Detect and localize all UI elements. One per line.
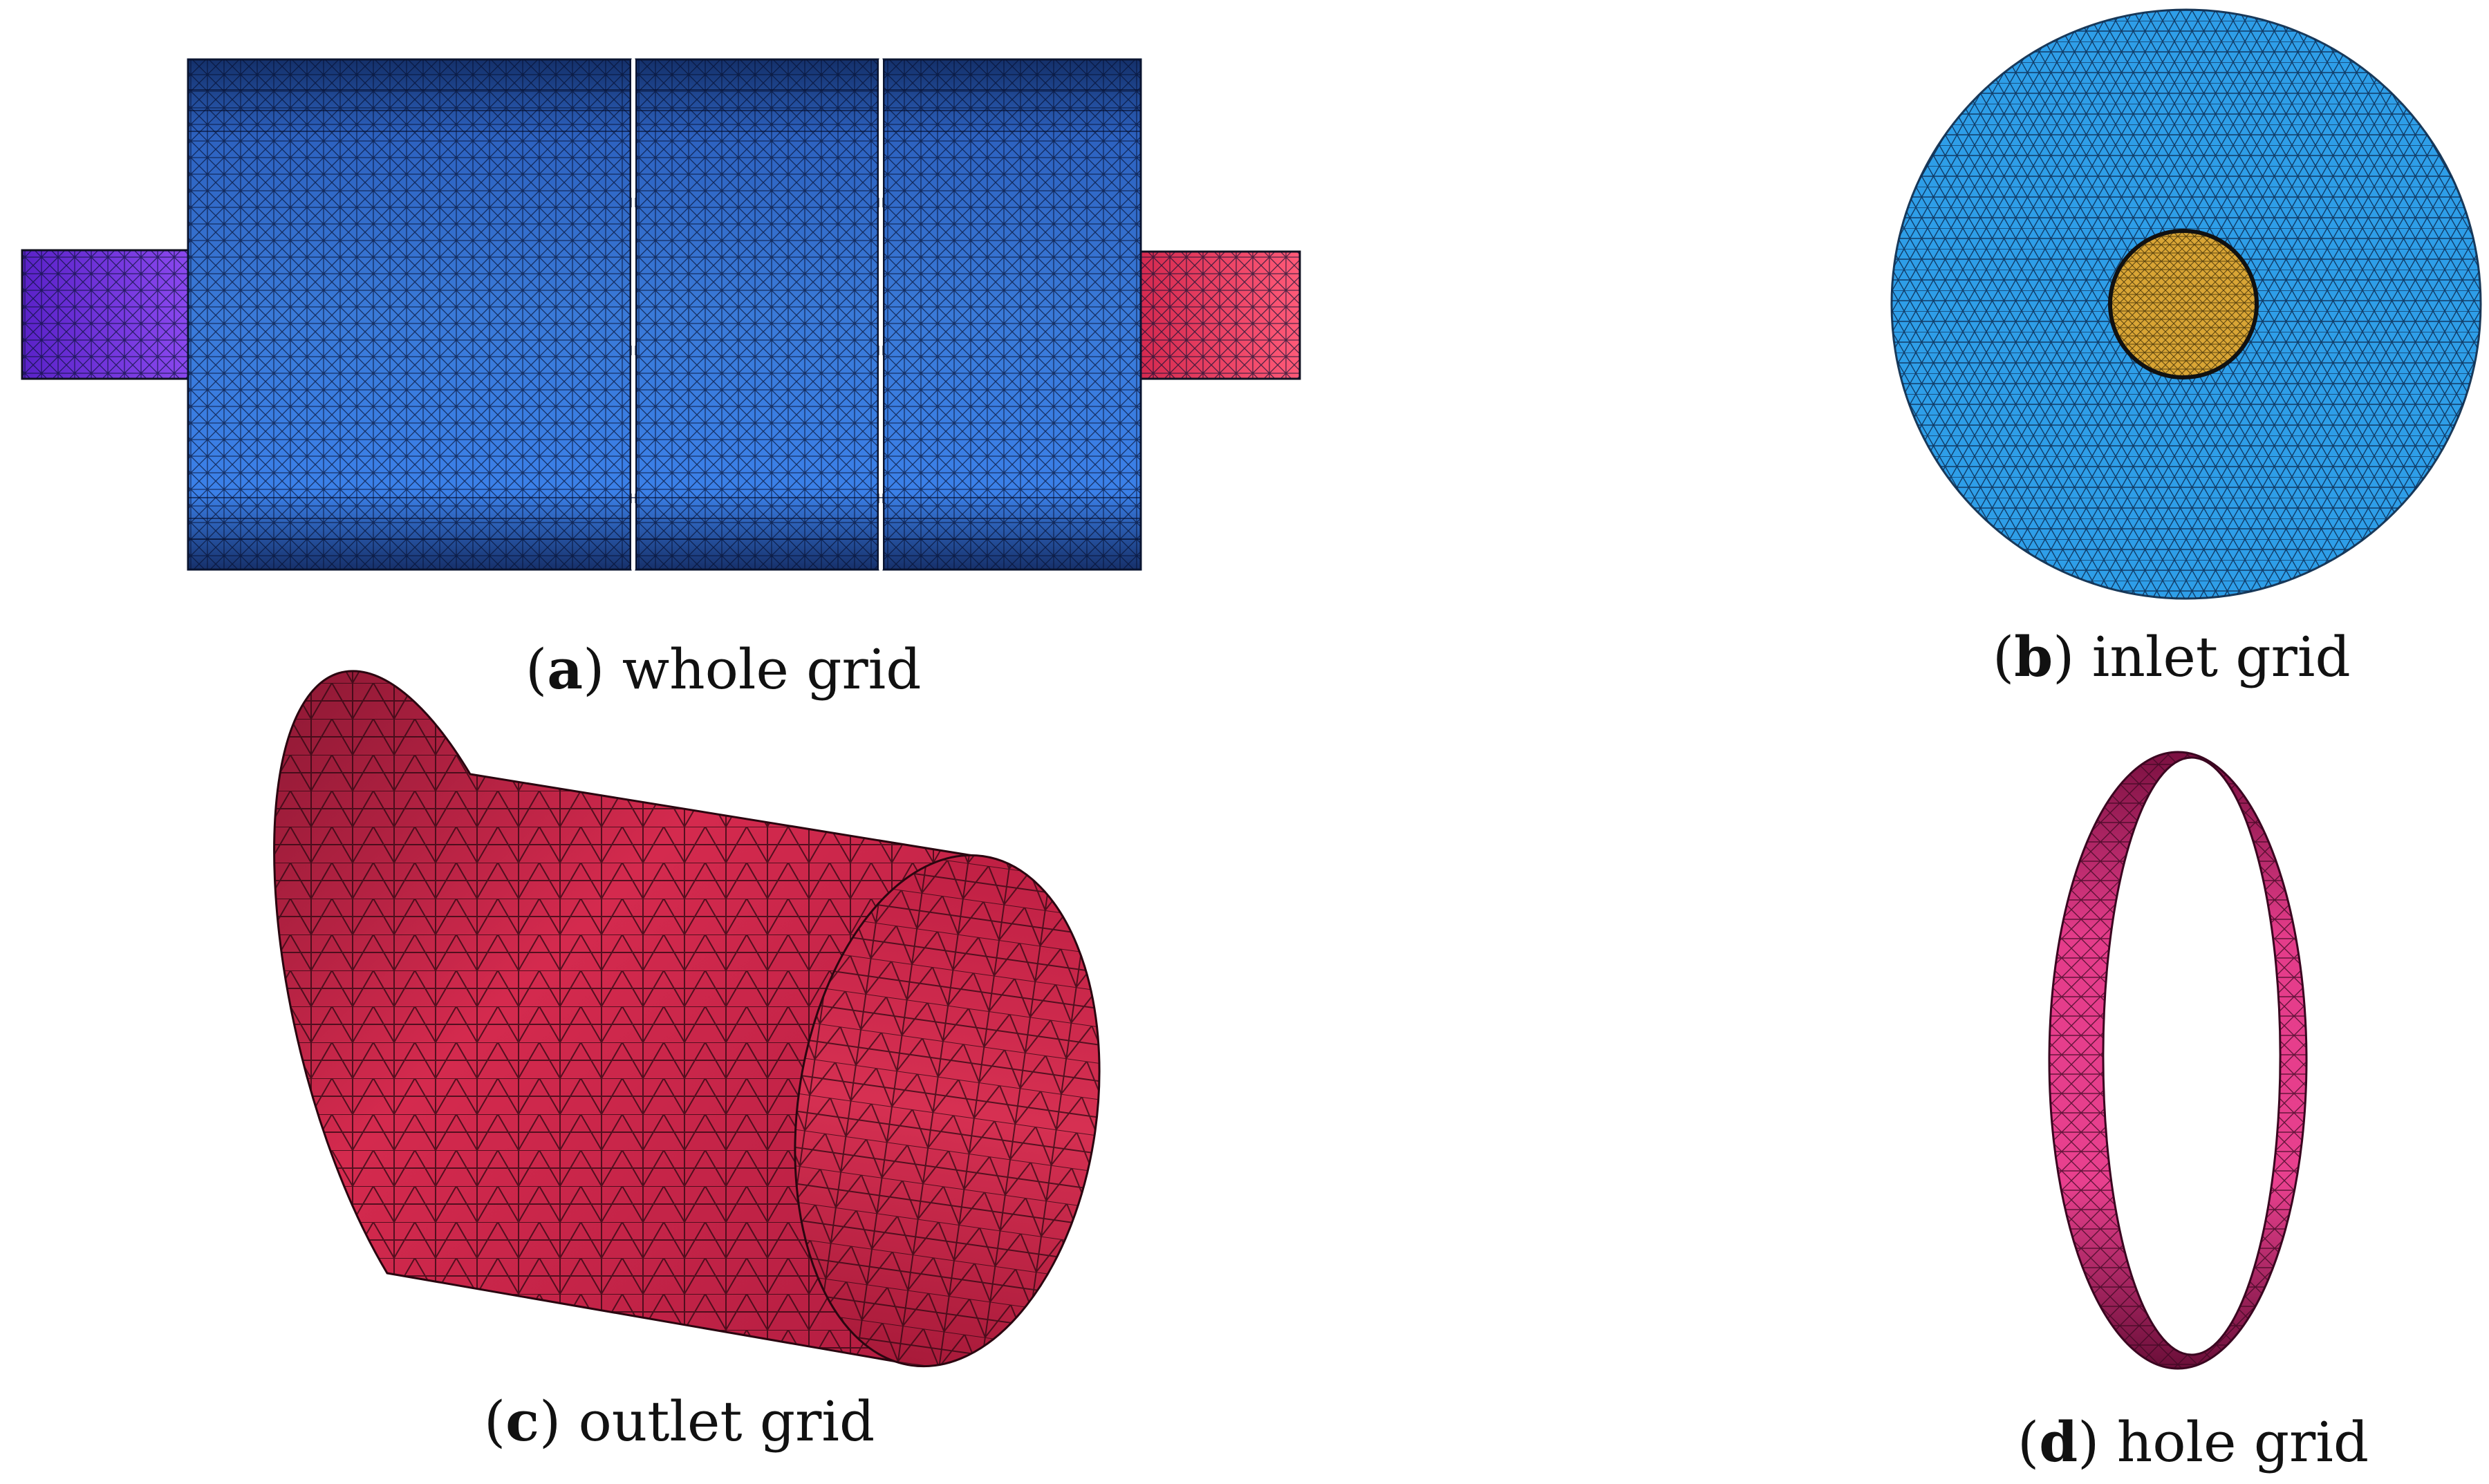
caption-letter: a <box>547 637 584 702</box>
panel-a-whole-grid <box>21 58 1301 571</box>
caption-title: inlet grid <box>2091 625 2351 689</box>
caption-title: outlet grid <box>578 1389 875 1454</box>
caption-letter: d <box>2039 1409 2078 1474</box>
panel-d-hole-grid <box>2048 751 2308 1370</box>
panel-c-outlet-grid <box>273 670 1101 1368</box>
caption-inlet-grid: (b) inlet grid <box>1993 624 2351 689</box>
caption-hole-grid: (d) hole grid <box>2017 1409 2369 1474</box>
caption-title: whole grid <box>622 637 922 702</box>
caption-whole-grid: (a) whole grid <box>525 637 922 702</box>
caption-title: hole grid <box>2116 1410 2369 1474</box>
caption-letter: c <box>505 1389 539 1454</box>
caption-outlet-grid: (c) outlet grid <box>484 1389 875 1454</box>
caption-letter: b <box>2014 624 2053 689</box>
panel-b-inlet-grid <box>1890 8 2482 600</box>
